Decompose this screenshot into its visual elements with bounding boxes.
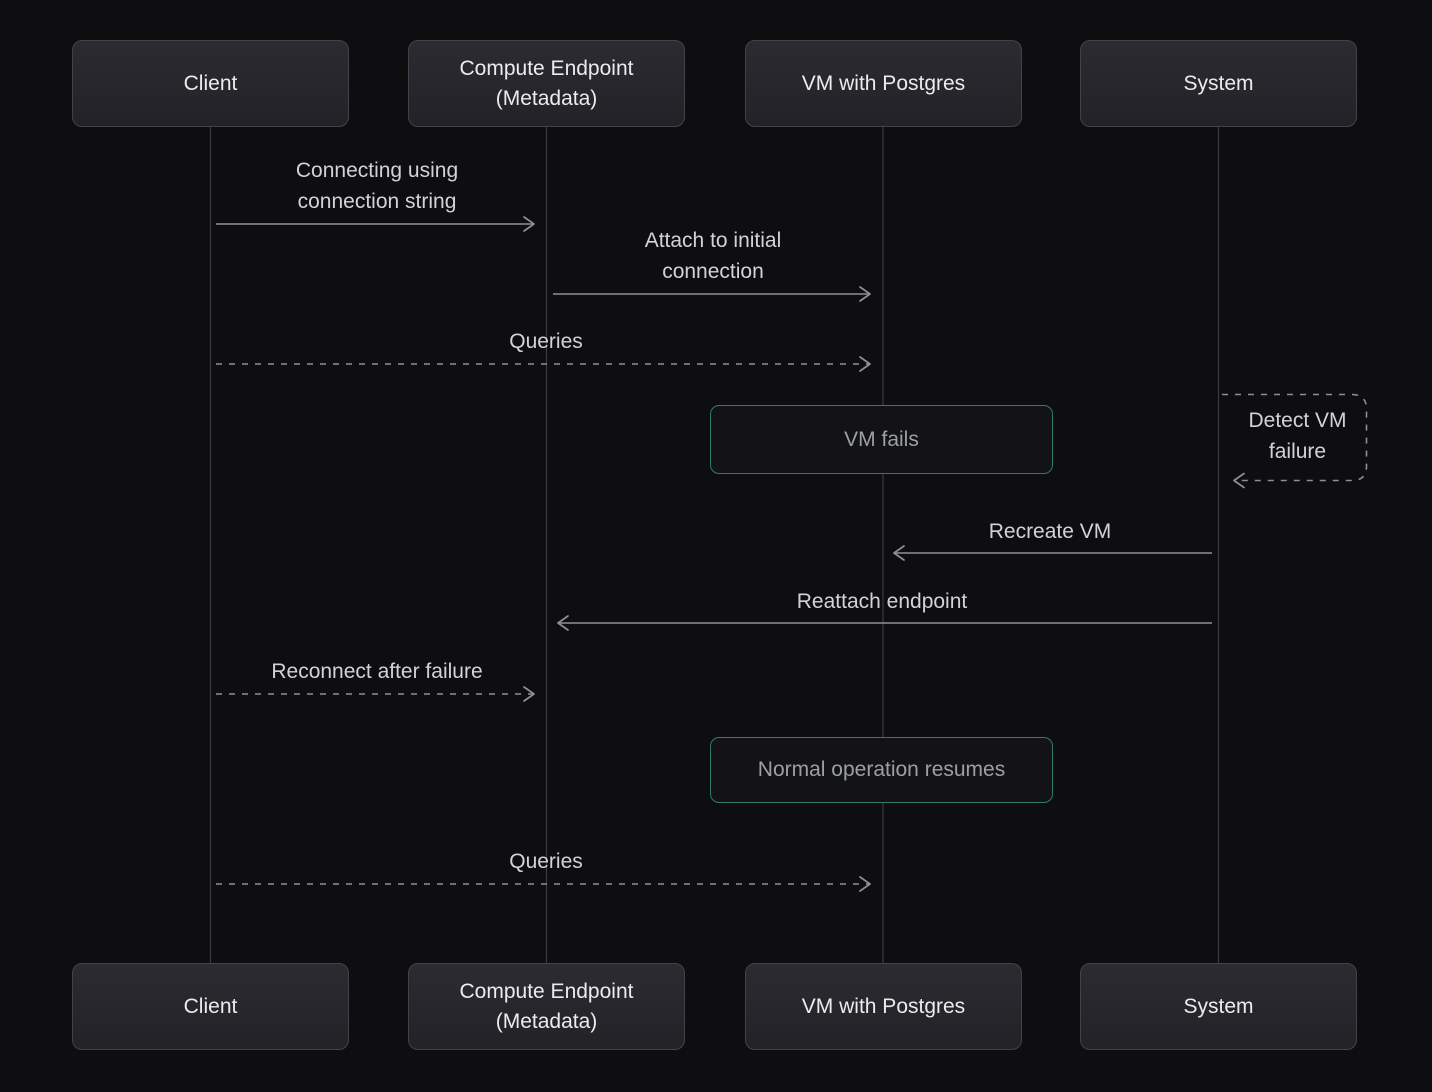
actor-vm-with-postgres-bottom: VM with Postgres: [745, 963, 1022, 1050]
message-label-recreate-vm: Recreate VM: [950, 516, 1150, 547]
message-label-reconnect: Reconnect after failure: [227, 656, 527, 687]
actor-compute-endpoint-top: Compute Endpoint (Metadata): [408, 40, 685, 127]
actor-label: System: [1183, 992, 1253, 1022]
actor-client-bottom: Client: [72, 963, 349, 1050]
actor-label: System: [1183, 69, 1253, 99]
message-label-reattach-endpoint: Reattach endpoint: [732, 586, 1032, 617]
actor-vm-with-postgres-top: VM with Postgres: [745, 40, 1022, 127]
actor-label: Compute Endpoint (Metadata): [427, 54, 666, 114]
note-detect-vm-failure: Detect VM failure: [1228, 405, 1367, 467]
actor-system-bottom: System: [1080, 963, 1357, 1050]
actor-compute-endpoint-bottom: Compute Endpoint (Metadata): [408, 963, 685, 1050]
actor-label: VM with Postgres: [802, 992, 965, 1022]
note-label: VM fails: [844, 428, 919, 452]
message-label-queries-2: Queries: [446, 846, 646, 877]
message-label-queries-1: Queries: [446, 326, 646, 357]
message-label-connecting: Connecting using connection string: [262, 155, 492, 217]
message-label-attach: Attach to initial connection: [613, 225, 813, 287]
actor-label: Compute Endpoint (Metadata): [427, 977, 666, 1037]
actor-system-top: System: [1080, 40, 1357, 127]
actor-label: Client: [184, 992, 238, 1022]
note-vm-fails: VM fails: [710, 405, 1053, 474]
actor-label: VM with Postgres: [802, 69, 965, 99]
note-normal-operation-resumes: Normal operation resumes: [710, 737, 1053, 803]
note-label: Normal operation resumes: [758, 758, 1005, 782]
actor-label: Client: [184, 69, 238, 99]
actor-client-top: Client: [72, 40, 349, 127]
